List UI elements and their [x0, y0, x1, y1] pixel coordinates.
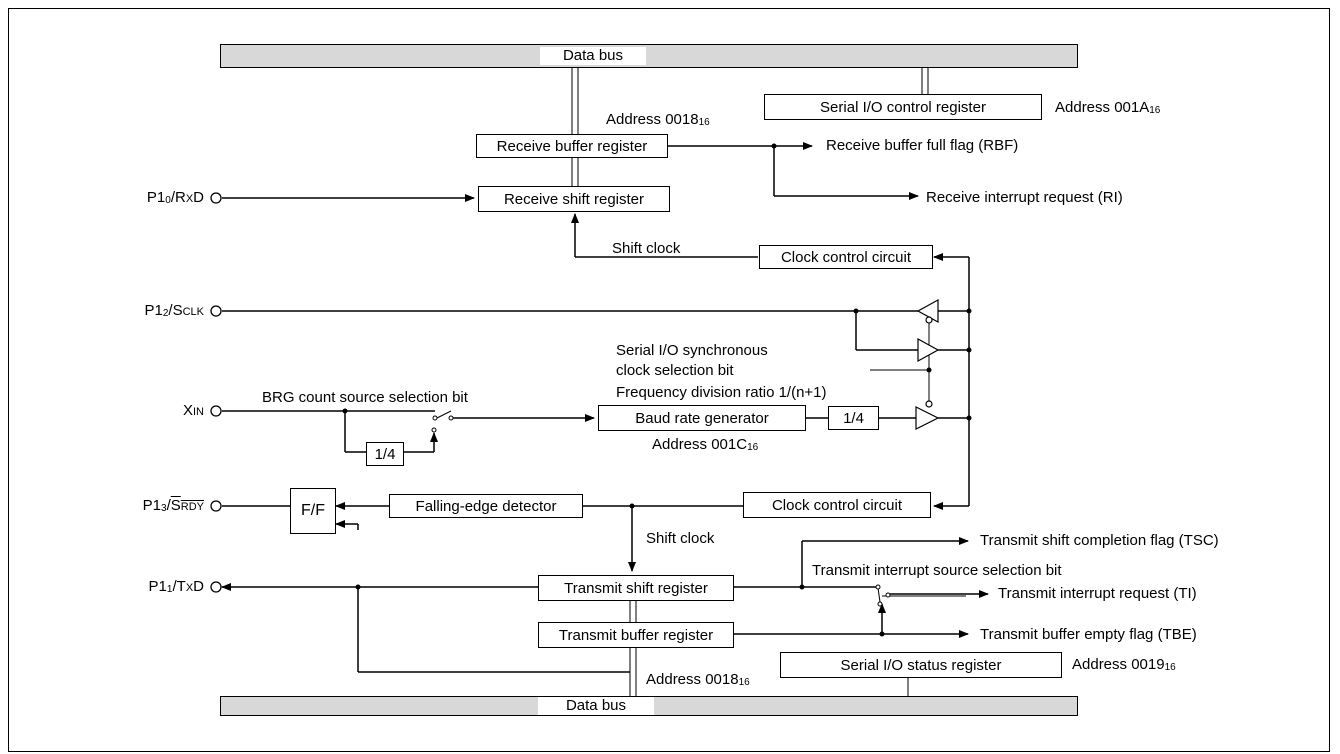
shift-clock-bottom-label: Shift clock	[646, 530, 715, 547]
sync-clock-select-label-1: Serial I/O synchronous	[616, 342, 768, 359]
divider-1-4-right: 1/4	[828, 406, 879, 430]
sclk-output-buffer	[916, 298, 939, 324]
divider-1-4-left: 1/4	[366, 442, 404, 466]
freq-division-label: Frequency division ratio 1/(n+1)	[616, 384, 827, 401]
transmit-shift-register: Transmit shift register	[538, 575, 734, 601]
pin-p13-srdy-label: P13/S/SRDY	[142, 497, 204, 514]
serial-io-status-register: Serial I/O status register	[780, 652, 1062, 678]
shift-clock-top-label: Shift clock	[612, 240, 681, 257]
pin-p10-rxd-label: P10/RXD	[146, 189, 204, 206]
transmit-buffer-register: Transmit buffer register	[538, 622, 734, 648]
address-001c-label: Address 001C16	[652, 436, 759, 453]
brg-switch-contact-a	[432, 415, 438, 421]
ff-block: F/F	[290, 488, 336, 534]
sclk-input-buffer	[917, 337, 940, 363]
pin-p11-txd-label: P11/TXD	[148, 578, 204, 595]
address-0018-top-label: Address 001816	[606, 111, 710, 128]
pin-xin-label: XIN	[182, 402, 204, 419]
falling-edge-detector: Falling-edge detector	[389, 494, 583, 518]
tbe-label: Transmit buffer empty flag (TBE)	[980, 626, 1197, 643]
data-bus-top-label: Data bus	[540, 47, 646, 65]
ti-switch-contact	[875, 584, 881, 590]
serial-io-control-register: Serial I/O control register	[764, 94, 1042, 120]
clock-control-circuit-top: Clock control circuit	[759, 245, 933, 269]
tsc-label: Transmit shift completion flag (TSC)	[980, 532, 1219, 549]
data-bus-bottom-label: Data bus	[538, 697, 654, 715]
address-0018-bottom-label: Address 001816	[646, 671, 750, 688]
pin-xin-terminal	[210, 405, 222, 417]
sync-clock-select-label-2: clock selection bit	[616, 362, 734, 379]
brg-clock-buffer	[915, 406, 940, 430]
ri-label: Receive interrupt request (RI)	[926, 189, 1123, 206]
pin-p11-terminal	[210, 581, 222, 593]
diagram-frame	[8, 8, 1330, 752]
pin-p13-terminal	[210, 500, 222, 512]
ti-label: Transmit interrupt request (TI)	[998, 585, 1197, 602]
data-bus-top	[220, 44, 1078, 68]
address-001a-label: Address 001A16	[1055, 99, 1161, 116]
brg-source-select-label: BRG count source selection bit	[262, 389, 468, 406]
pin-p12-sclk-label: P12/SCLK	[144, 302, 204, 319]
receive-shift-register: Receive shift register	[478, 186, 670, 212]
clock-control-circuit-bottom: Clock control circuit	[743, 492, 931, 518]
pin-p10-terminal	[210, 192, 222, 204]
address-0019-label: Address 001916	[1072, 656, 1176, 673]
receive-buffer-register: Receive buffer register	[476, 134, 668, 158]
ti-source-select-label: Transmit interrupt source selection bit	[812, 562, 1062, 579]
baud-rate-generator: Baud rate generator	[598, 405, 806, 431]
pin-p12-terminal	[210, 305, 222, 317]
rbf-label: Receive buffer full flag (RBF)	[826, 137, 1019, 154]
